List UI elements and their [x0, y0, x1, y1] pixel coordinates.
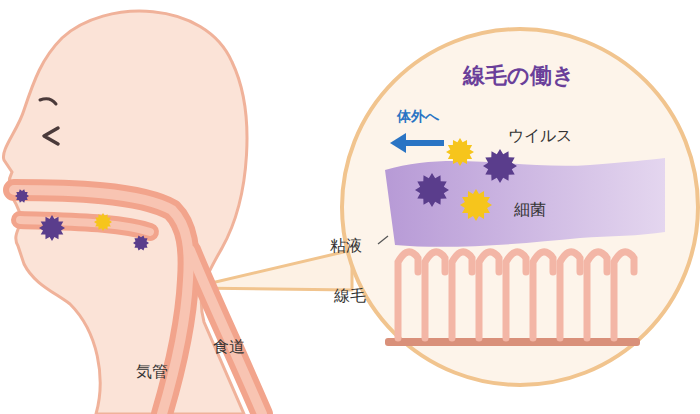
cilium: [533, 252, 553, 338]
germ: [446, 138, 474, 166]
direction-label: 体外へ: [397, 109, 439, 124]
germ: [15, 189, 29, 202]
diagram-title: 線毛の働き: [463, 64, 575, 88]
cilium: [398, 252, 418, 338]
cilium: [425, 252, 445, 338]
leader-line: [378, 236, 388, 244]
germ: [483, 149, 517, 183]
closed-eye: [44, 128, 58, 144]
cilium: [479, 252, 499, 338]
mucus-layer: [385, 158, 665, 247]
germ: [460, 189, 492, 221]
outward-arrow: [404, 140, 444, 146]
part-label: 線毛: [334, 287, 366, 305]
eyebrow: [40, 99, 56, 104]
callout-circle: [342, 29, 698, 385]
germ: [415, 173, 449, 207]
airway: [14, 190, 262, 414]
part-label: 粘液: [330, 237, 362, 255]
cilia: [398, 252, 634, 338]
germ: [94, 213, 112, 231]
germ: [39, 215, 65, 241]
cilium: [560, 252, 580, 338]
cilium: [452, 252, 472, 338]
germ: [133, 235, 149, 250]
outward-arrowhead: [390, 133, 406, 153]
cilium: [614, 252, 634, 338]
part-label: ウイルス: [508, 127, 572, 145]
cilium: [506, 252, 526, 338]
part-label: 食道: [213, 338, 245, 356]
head-silhouette: [3, 11, 247, 414]
germs: [15, 138, 517, 251]
part-label: 気管: [136, 363, 168, 381]
part-label: 細菌: [514, 201, 546, 219]
cilium: [587, 252, 607, 338]
